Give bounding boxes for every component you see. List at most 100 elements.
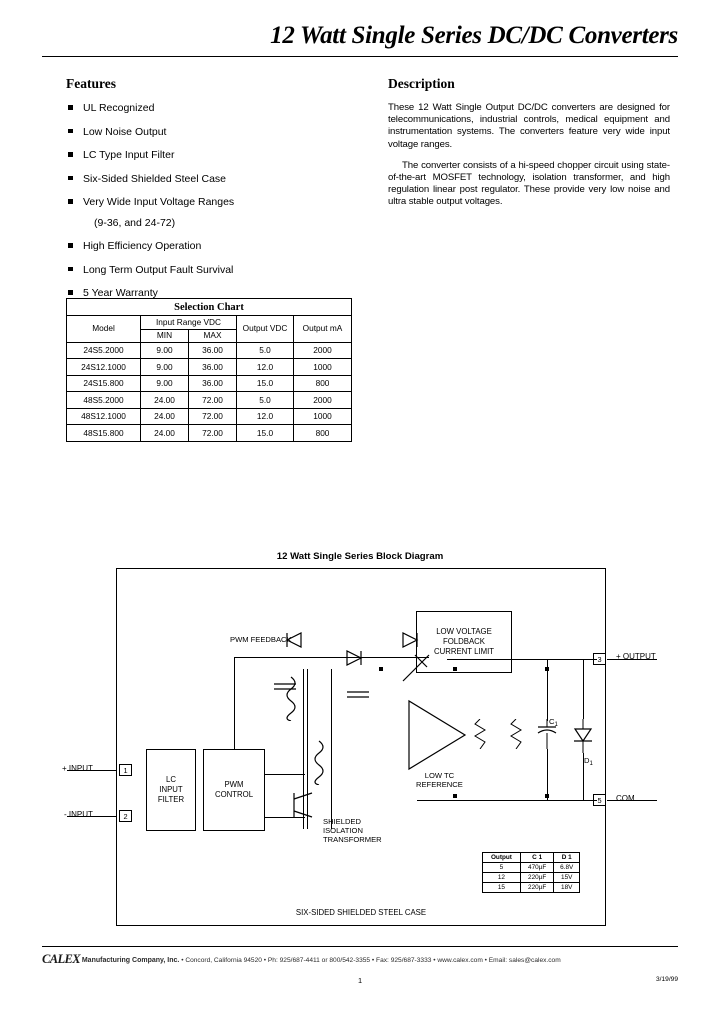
c1-designator: C1 bbox=[549, 717, 558, 730]
list-item: Very Wide Input Voltage Ranges bbox=[66, 196, 346, 208]
cell-model: 24S5.2000 bbox=[66, 341, 141, 359]
selection-chart-title: Selection Chart bbox=[66, 298, 352, 316]
square-bullet-icon bbox=[68, 199, 73, 204]
table-row: 15 220µF 18V bbox=[482, 882, 580, 893]
cell-min: 9.00 bbox=[140, 358, 189, 376]
list-item: UL Recognized bbox=[66, 102, 346, 114]
cell-min: 9.00 bbox=[140, 374, 189, 392]
switching-mosfet-icon bbox=[293, 792, 313, 818]
d1-letter: D bbox=[584, 756, 590, 765]
list-item: Six-Sided Shielded Steel Case bbox=[66, 173, 346, 185]
resistor-icon bbox=[474, 719, 486, 749]
table-row: 24S15.800 9.00 36.00 15.0 800 bbox=[66, 374, 352, 392]
common-label: COM bbox=[616, 794, 635, 803]
plus-input-label: + INPUT bbox=[62, 764, 93, 773]
wire-minus-input bbox=[67, 816, 117, 817]
cell-vdc: 5.0 bbox=[236, 391, 294, 409]
zener-diode-icon bbox=[573, 719, 593, 753]
description-section: Description These 12 Watt Single Output … bbox=[388, 76, 670, 218]
page-number: 1 bbox=[357, 976, 363, 985]
description-paragraph-1: These 12 Watt Single Output DC/DC conver… bbox=[388, 102, 670, 150]
square-bullet-icon bbox=[68, 128, 73, 133]
calex-logo: CALEX bbox=[42, 952, 81, 966]
cell-max: 36.00 bbox=[188, 341, 237, 359]
minus-input-label: - INPUT bbox=[64, 810, 93, 819]
cell-vdc: 12.0 bbox=[236, 358, 294, 376]
feature-text: 5 Year Warranty bbox=[83, 287, 158, 299]
wire-output-rail bbox=[447, 659, 597, 660]
feature-text: UL Recognized bbox=[83, 102, 155, 114]
capacitor-icon bbox=[274, 683, 296, 690]
pwm-control-block: PWM CONTROL bbox=[203, 749, 265, 831]
table-row: 24S12.1000 9.00 36.00 12.0 1000 bbox=[66, 358, 352, 376]
feature-text: Long Term Output Fault Survival bbox=[83, 263, 234, 276]
inductor-primary-icon bbox=[286, 676, 296, 721]
resistor-icon bbox=[510, 719, 522, 749]
node-pad bbox=[545, 794, 549, 798]
comp-header-d1: D 1 bbox=[553, 852, 580, 863]
d1-designator: D1 bbox=[584, 756, 593, 769]
features-list: UL Recognized Low Noise Output LC Type I… bbox=[66, 102, 346, 299]
block-diagram: 1 2 3 5 LC INPUT FILTER PWM CONTROL LOW … bbox=[67, 568, 657, 926]
wire-plus-input bbox=[67, 770, 117, 771]
inductor-secondary-icon bbox=[314, 740, 324, 785]
node-pad bbox=[545, 667, 549, 671]
page-title: 12 Watt Single Series DC/DC Converters bbox=[270, 22, 678, 49]
feature-text: Six-Sided Shielded Steel Case bbox=[83, 172, 227, 185]
cell-model: 48S5.2000 bbox=[66, 391, 141, 409]
wire-primary-top bbox=[265, 774, 305, 775]
table-row: 24S5.2000 9.00 36.00 5.0 2000 bbox=[66, 341, 352, 359]
cell-vdc: 5.0 bbox=[236, 341, 294, 359]
comp-cell-output: 15 bbox=[482, 882, 521, 893]
list-item: Long Term Output Fault Survival bbox=[66, 264, 346, 276]
plus-output-label: + OUTPUT bbox=[616, 652, 656, 661]
comp-header-c1: C 1 bbox=[519, 852, 555, 863]
cell-model: 48S15.800 bbox=[66, 424, 141, 442]
list-item: Low Noise Output bbox=[66, 126, 346, 138]
document-date: 3/19/99 bbox=[656, 976, 678, 983]
square-bullet-icon bbox=[68, 266, 73, 271]
comp-header-output: Output bbox=[482, 852, 521, 863]
cell-min: 9.00 bbox=[140, 341, 189, 359]
cell-min: 24.00 bbox=[140, 391, 189, 409]
low-voltage-foldback-block: LOW VOLTAGE FOLDBACK CURRENT LIMIT bbox=[416, 611, 512, 673]
feature-text: Very Wide Input Voltage Ranges bbox=[83, 196, 235, 208]
footer-company: Manufacturing Company, Inc. bbox=[81, 957, 180, 964]
wire-c1-bottom bbox=[547, 749, 548, 800]
table-row: 12 220µF 15V bbox=[482, 872, 580, 883]
cell-ma: 1000 bbox=[293, 407, 352, 425]
pin-1: 1 bbox=[119, 764, 132, 776]
list-item: LC Type Input Filter bbox=[66, 149, 346, 161]
cell-min: 24.00 bbox=[140, 407, 189, 425]
selection-chart-table: Selection Chart Model Input Range VDC Ou… bbox=[66, 298, 352, 442]
comp-cell-output: 12 bbox=[482, 872, 521, 883]
rectifier-diode-icon bbox=[346, 650, 363, 666]
header-divider bbox=[42, 56, 678, 57]
opto-coupler-icon bbox=[285, 632, 302, 648]
feature-text: High Efficiency Operation bbox=[83, 240, 202, 252]
shielded-isolation-transformer-label: SHIELDED ISOLATION TRANSFORMER bbox=[323, 817, 382, 844]
wire-d1-bottom bbox=[583, 753, 584, 800]
cell-max: 72.00 bbox=[188, 424, 237, 442]
square-bullet-icon bbox=[68, 175, 73, 180]
description-heading: Description bbox=[388, 76, 455, 91]
block-diagram-title: 12 Watt Single Series Block Diagram bbox=[276, 551, 444, 562]
component-value-table: Output C 1 D 1 5 470µF 6.8V 12 220µF 15V… bbox=[482, 852, 580, 893]
footer-divider bbox=[42, 946, 678, 947]
wire-transformer-core-2 bbox=[307, 669, 308, 829]
node-pad bbox=[379, 667, 383, 671]
col-header-input-range: Input Range VDC bbox=[140, 315, 237, 330]
features-heading: Features bbox=[66, 76, 116, 91]
square-bullet-icon bbox=[68, 243, 73, 248]
diode-icon bbox=[402, 632, 419, 648]
comp-cell-c1: 220µF bbox=[519, 872, 555, 883]
cell-max: 72.00 bbox=[188, 407, 237, 425]
output-capacitor-icon bbox=[537, 719, 557, 749]
wire-feedback-down bbox=[234, 657, 235, 749]
wire-c1-top bbox=[547, 659, 548, 721]
square-bullet-icon bbox=[68, 290, 73, 295]
comp-cell-c1: 470µF bbox=[519, 862, 555, 873]
col-header-output-ma: Output mA bbox=[293, 315, 352, 343]
cell-min: 24.00 bbox=[140, 424, 189, 442]
col-header-max: MAX bbox=[188, 329, 237, 343]
